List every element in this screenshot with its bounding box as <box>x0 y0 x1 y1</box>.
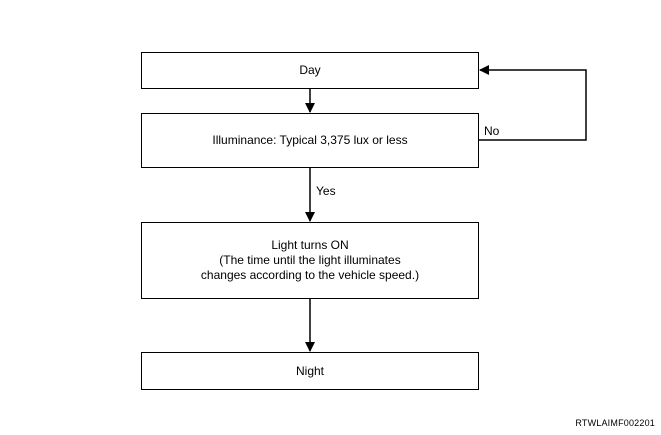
node-night: Night <box>141 352 479 390</box>
node-light-on-line3: changes according to the vehicle speed.) <box>200 268 420 282</box>
node-night-text: Night <box>295 363 324 378</box>
node-illuminance: Illuminance: Typical 3,375 lux or less <box>141 113 479 168</box>
node-day: Day <box>141 52 479 89</box>
edge-label-no: No <box>484 124 500 138</box>
node-light-turns-on: Light turns ON (The time until the light… <box>141 222 479 299</box>
arrow-no-loop-to-day <box>479 65 587 141</box>
node-light-on-line2: (The time until the light illuminates <box>219 253 401 267</box>
node-day-text: Day <box>299 63 321 77</box>
figure-code: RTWLAIMF002201 <box>575 418 655 428</box>
edge-label-yes: Yes <box>316 184 336 198</box>
node-illuminance-text: Illuminance: Typical 3,375 lux or less <box>212 133 408 147</box>
node-light-on-line1: Light turns ON <box>271 238 349 252</box>
